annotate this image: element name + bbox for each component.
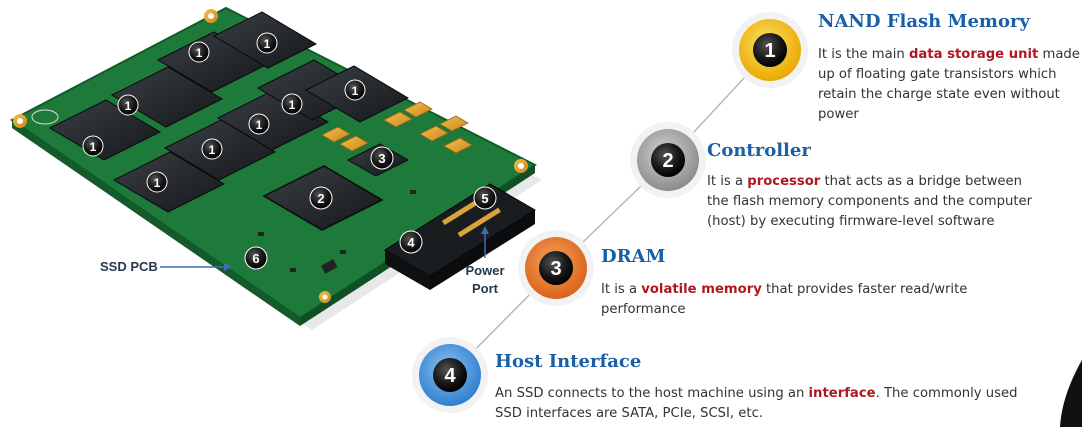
svg-text:4: 4	[444, 365, 456, 387]
nand-badge: 1	[188, 41, 210, 63]
controller-badge: 2	[309, 186, 333, 210]
svg-text:1: 1	[209, 143, 216, 157]
svg-text:1: 1	[256, 118, 263, 132]
callout-icon-4: 4	[412, 337, 488, 413]
svg-text:1: 1	[352, 84, 359, 98]
callout-line: SSD interfaces are SATA, PCIe, SCSI, etc…	[495, 406, 764, 421]
callout-line: It is a volatile memory that provides fa…	[601, 282, 968, 297]
callout-title-host: Host Interface	[495, 351, 642, 372]
svg-text:2: 2	[317, 191, 324, 206]
power-port-label-line2: Port	[472, 281, 498, 296]
nand-badge: 1	[117, 94, 139, 116]
callout-line: the flash memory components and the comp…	[707, 194, 1033, 209]
callout-connector-line	[449, 49, 771, 376]
callout-title-controller: Controller	[707, 140, 811, 161]
callout-icon-2: 2	[630, 122, 706, 198]
callout-line: up of floating gate transistors which	[818, 67, 1057, 82]
callout-line: (host) by executing firmware-level softw…	[707, 214, 995, 229]
svg-text:1: 1	[90, 140, 97, 154]
nand-chip	[110, 66, 224, 128]
callout-line: performance	[601, 302, 686, 317]
mounting-hole	[319, 291, 331, 303]
power-port-badge: 5	[473, 186, 497, 210]
intel-logo	[31, 109, 59, 125]
callout-desc-host: An SSD connects to the host machine usin…	[495, 384, 1050, 424]
callout-icon-1: 1	[732, 12, 808, 88]
svg-text:4: 4	[407, 235, 415, 250]
power-port-arrow	[481, 226, 489, 258]
nand-badge: 1	[146, 171, 168, 193]
callout-desc-controller: It is a processor that acts as a bridge …	[707, 172, 1079, 232]
callout-line: It is a processor that acts as a bridge …	[707, 174, 1022, 189]
callout-line: power	[818, 107, 859, 122]
svg-text:1: 1	[196, 46, 203, 60]
gold-capacitors	[321, 101, 473, 154]
nand-badge: 1	[281, 93, 303, 115]
callout-line: An SSD connects to the host machine usin…	[495, 386, 1018, 401]
svg-text:1: 1	[289, 98, 296, 112]
nand-badge: 1	[344, 79, 366, 101]
dram-badge: 3	[370, 146, 394, 170]
callout-line: retain the charge state even without	[818, 87, 1060, 102]
ssd-pcb-arrow	[160, 263, 232, 271]
svg-text:1: 1	[154, 176, 161, 190]
svg-text:1: 1	[125, 99, 132, 113]
callout-desc-dram: It is a volatile memory that provides fa…	[601, 280, 1021, 320]
nand-badge: 1	[82, 135, 104, 157]
svg-text:6: 6	[252, 251, 259, 266]
callout-title-dram: DRAM	[601, 246, 666, 267]
callout-line: It is the main data storage unit made	[818, 47, 1080, 62]
nand-chip	[216, 89, 330, 151]
svg-text:1: 1	[264, 37, 271, 51]
power-port-label-line1: Power	[465, 263, 505, 278]
pcb-badge: 6	[244, 246, 268, 270]
sata-connector	[384, 183, 536, 290]
ssd-pcb-label: SSD PCB	[100, 259, 158, 274]
svg-text:3: 3	[378, 151, 385, 166]
nand-badge: 1	[248, 113, 270, 135]
nand-badge: 1	[256, 32, 278, 54]
mounting-hole	[204, 9, 218, 23]
mounting-hole	[13, 114, 27, 128]
nand-chip	[112, 151, 226, 213]
svg-text:3: 3	[550, 258, 561, 280]
mounting-hole	[514, 159, 528, 173]
callout-title-nand: NAND Flash Memory	[818, 11, 1030, 32]
nand-badge: 1	[201, 138, 223, 160]
callout-desc-nand: It is the main data storage unit made up…	[818, 45, 1080, 125]
small-components	[258, 190, 416, 274]
callout-icon-3: 3	[518, 230, 594, 306]
power-port-label: Power Port	[463, 263, 507, 296]
svg-text:2: 2	[662, 150, 673, 172]
svg-text:1: 1	[764, 40, 775, 62]
host-badge: 4	[399, 230, 423, 254]
svg-text:5: 5	[481, 191, 488, 206]
corner-decoration	[1060, 360, 1082, 427]
